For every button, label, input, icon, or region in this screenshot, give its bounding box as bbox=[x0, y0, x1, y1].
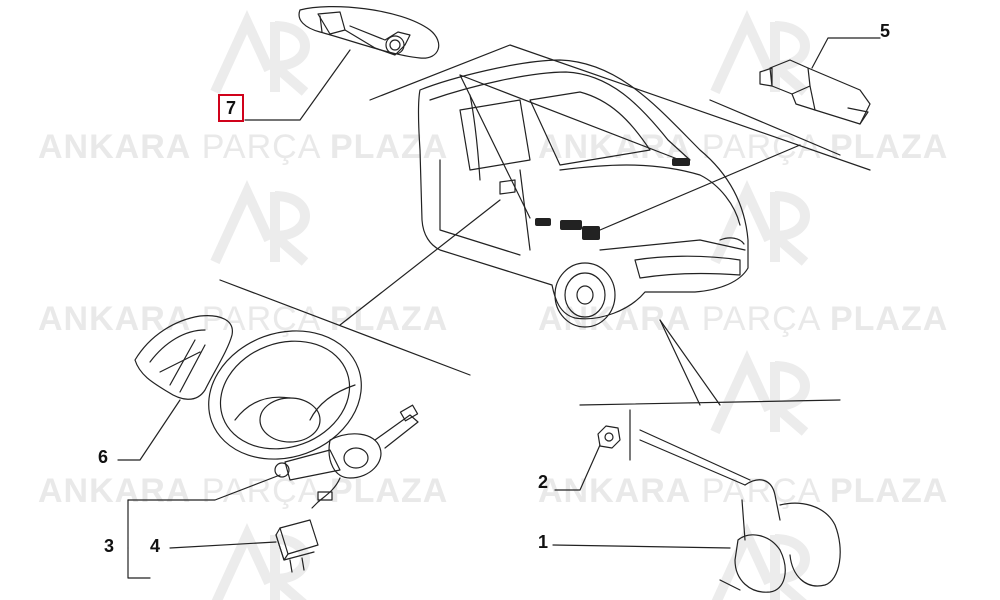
watermark-text: ANKARA PARÇA PLAZA bbox=[38, 128, 449, 166]
callout-2[interactable]: 2 bbox=[538, 472, 549, 492]
watermark-text: ANKARA PARÇA PLAZA bbox=[38, 300, 449, 338]
watermark-logo bbox=[210, 9, 310, 96]
part-3-drawing[interactable] bbox=[274, 404, 419, 509]
vehicle-highlight-marks bbox=[535, 158, 690, 240]
callout-7-selected[interactable]: 7 bbox=[218, 94, 245, 122]
vehicle-outline bbox=[417, 59, 749, 328]
callout-5[interactable]: 5 bbox=[880, 21, 891, 41]
steering-wheel-drawing bbox=[208, 330, 362, 460]
watermark-logo bbox=[210, 179, 310, 266]
callout-6[interactable]: 6 bbox=[98, 447, 109, 467]
part-5-drawing[interactable] bbox=[759, 59, 871, 125]
part-4-drawing[interactable] bbox=[275, 519, 319, 573]
watermark-logo bbox=[710, 349, 810, 436]
watermark-text: ANKARA PARÇA PLAZA bbox=[538, 472, 949, 510]
callout-3[interactable]: 3 bbox=[104, 536, 115, 556]
watermark-logo bbox=[211, 522, 310, 600]
part-2-drawing[interactable] bbox=[597, 425, 621, 449]
watermark-text: ANKARA PARÇA PLAZA bbox=[538, 300, 949, 338]
part-1-drawing[interactable] bbox=[719, 479, 841, 593]
watermark-text: ANKARA PARÇA PLAZA bbox=[538, 128, 949, 166]
callout-1[interactable]: 1 bbox=[538, 532, 549, 552]
watermark-logo bbox=[710, 9, 810, 96]
callout-4[interactable]: 4 bbox=[150, 536, 161, 556]
part-7-drawing[interactable] bbox=[298, 6, 440, 59]
part-6-drawing[interactable] bbox=[134, 315, 233, 400]
leader-lines bbox=[117, 37, 881, 579]
